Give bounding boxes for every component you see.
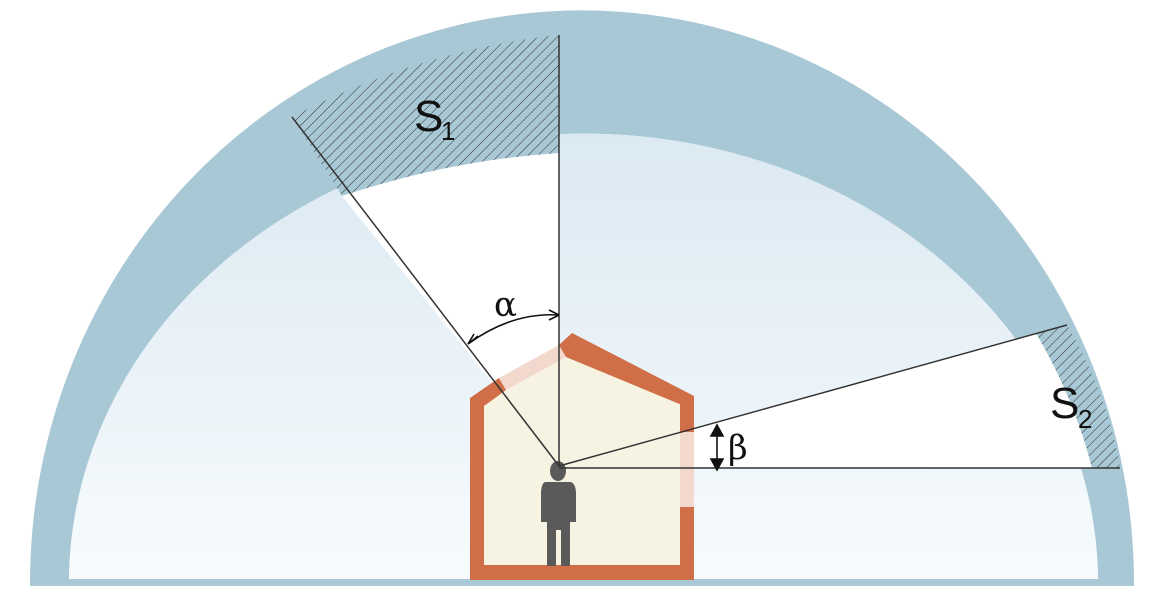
wall-window: [680, 432, 694, 507]
angle-alpha-arc: [467, 309, 560, 345]
label-s2: S: [1050, 379, 1079, 428]
sight-lines: [291, 35, 1120, 469]
angle-beta-arc: [709, 423, 725, 472]
house-floor: [470, 565, 694, 580]
wall-sight-line: [558, 324, 1068, 467]
label-s2-subscript: 2: [1078, 404, 1092, 434]
sky-dome-band: [30, 10, 1134, 583]
house-interior: [484, 344, 680, 565]
label-s1-subscript: 1: [441, 116, 455, 146]
person-silhouette-icon: [541, 461, 576, 566]
label-alpha: α: [494, 285, 517, 325]
label-s1: S: [414, 92, 443, 141]
label-beta: β: [728, 428, 748, 468]
house: [470, 333, 694, 580]
ground-line: [30, 579, 1134, 586]
roof-window: [499, 345, 566, 390]
hatched-region-s2: [1036, 325, 1120, 468]
house-left-wall: [470, 398, 484, 567]
roof-sight-line: [291, 116, 560, 467]
house-right-wall-lower: [680, 507, 694, 580]
hatched-region-s1: [292, 35, 559, 196]
roof-right: [566, 333, 694, 410]
